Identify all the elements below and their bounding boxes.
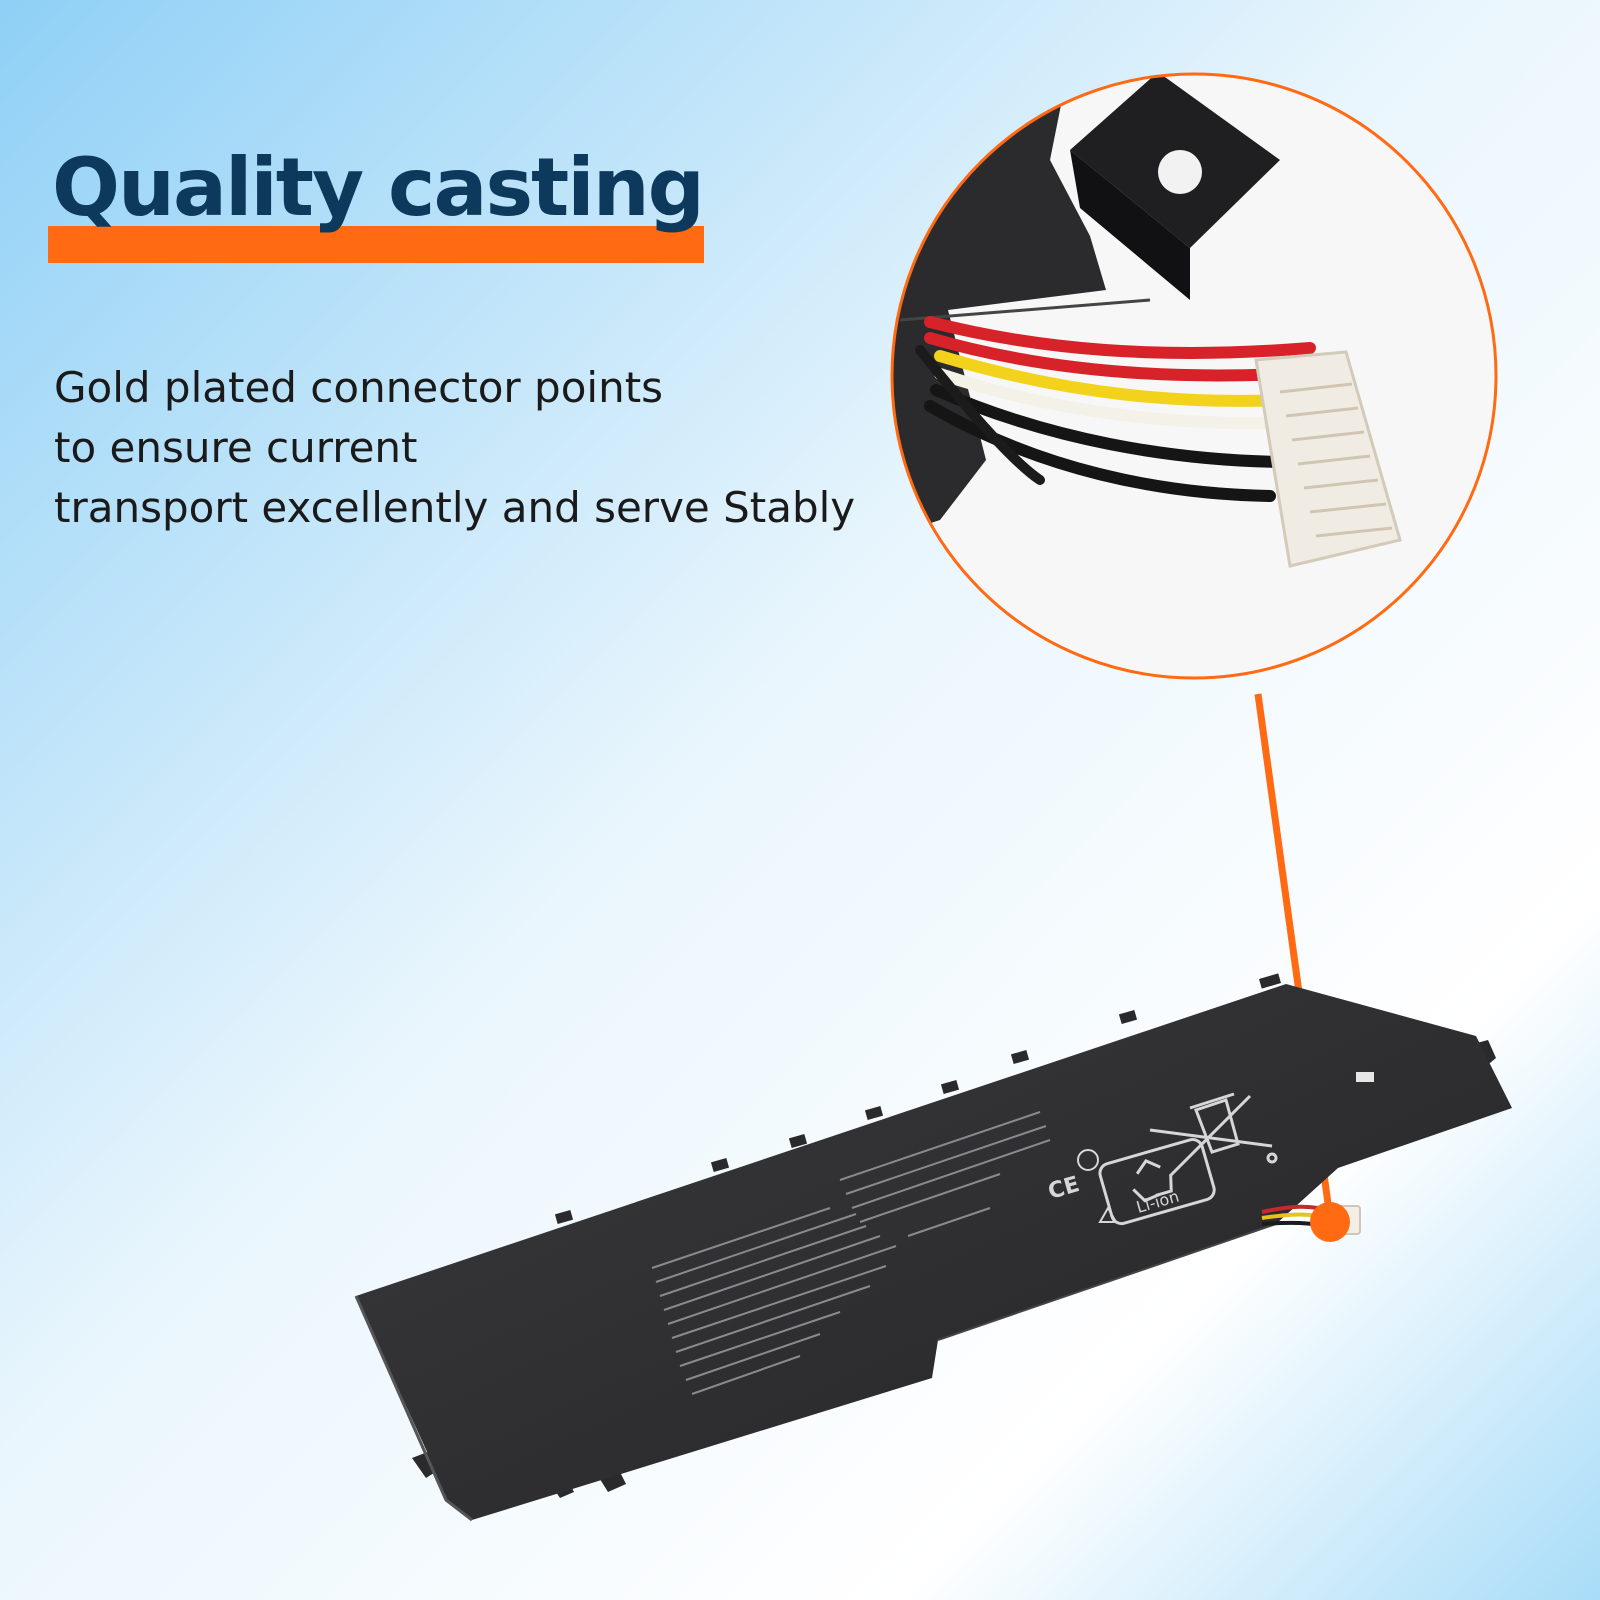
battery: CE Li-ion — [354, 973, 1512, 1522]
crossed-bin-icon — [1149, 1092, 1278, 1178]
description-line-2: to ensure current — [54, 423, 418, 472]
description-line-3: transport excellently and serve Stably — [54, 483, 856, 532]
warning-icon — [1098, 1205, 1118, 1223]
zoom-mount-bracket — [1070, 74, 1280, 300]
page-title: Quality casting — [52, 141, 705, 234]
title-underline-bar — [48, 226, 704, 263]
connector-zoom-circle — [890, 72, 1498, 680]
battery-spec-text — [651, 1111, 1051, 1395]
description-line-1: Gold plated connector points — [54, 363, 664, 412]
battery-shell — [356, 984, 1512, 1520]
info-circle-icon — [1077, 1149, 1099, 1171]
callout-dot — [1310, 1202, 1350, 1242]
battery-slot — [1356, 1072, 1374, 1082]
description: Gold plated connector points to ensure c… — [54, 358, 894, 538]
zoom-connector-header — [1254, 350, 1402, 568]
